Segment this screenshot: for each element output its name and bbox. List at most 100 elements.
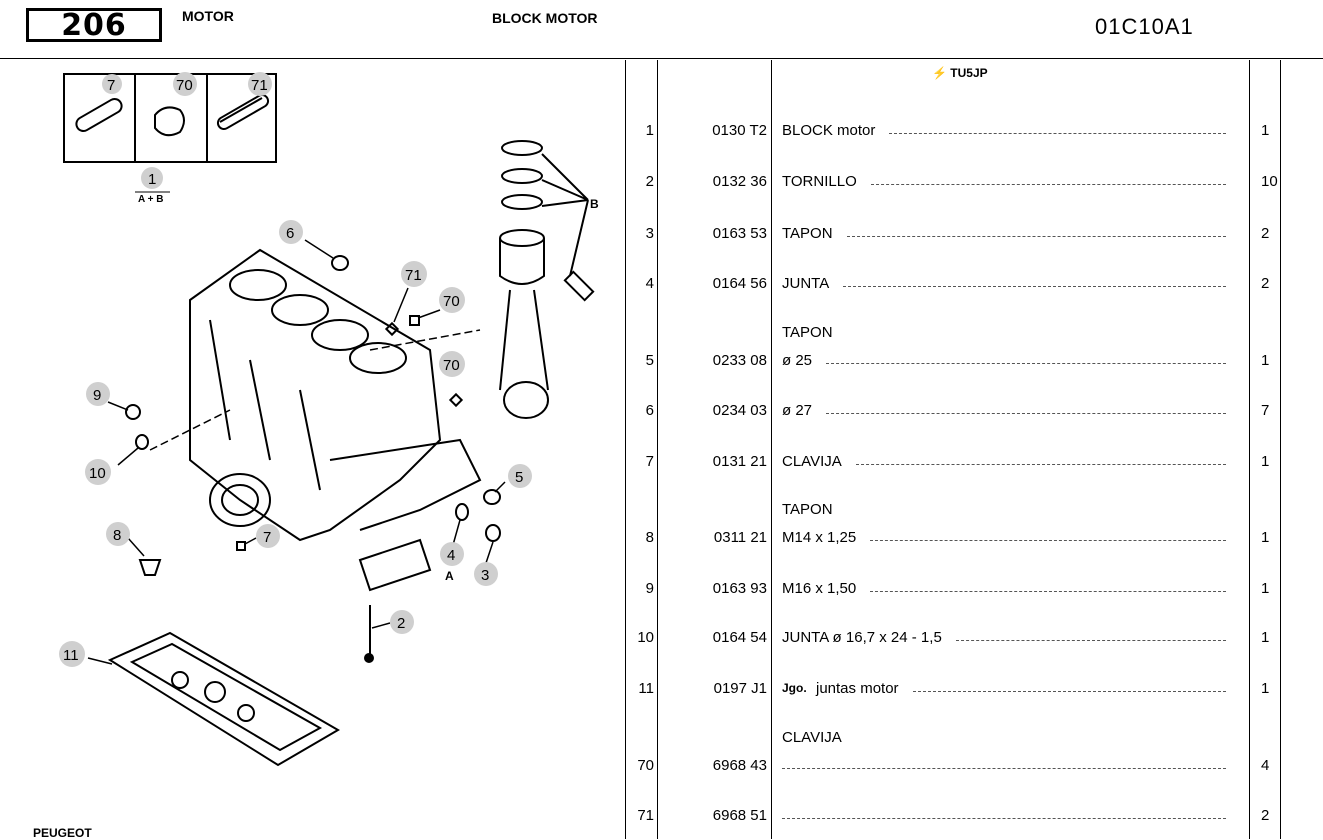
- row-ref: 2: [645, 173, 654, 190]
- row-quantity: 4: [1261, 757, 1270, 774]
- row-leader-line: [870, 184, 1226, 185]
- row-description: ø 25: [782, 352, 813, 369]
- row-quantity: 2: [1261, 807, 1270, 824]
- row-quantity: 2: [1261, 225, 1270, 242]
- header-divider: [0, 58, 1323, 59]
- callout-10: 10: [89, 465, 106, 482]
- row-description: BLOCK motor: [782, 122, 876, 139]
- row-quantity: 1: [1261, 580, 1270, 597]
- row-description: TAPON: [782, 225, 833, 242]
- row-leader-line: [782, 768, 1226, 769]
- gasket-kit-drawing: [107, 631, 340, 767]
- row-part-number: 0163 93: [712, 580, 767, 597]
- row-part-number: 6968 51: [712, 807, 767, 824]
- row-ref: 6: [645, 402, 654, 419]
- row-part-number: 0164 56: [712, 275, 767, 292]
- row-quantity: 1: [1261, 629, 1270, 646]
- engine-symbol-icon: ⚡: [932, 66, 947, 80]
- row-description: CLAVIJA: [782, 453, 842, 470]
- row-ref: 71: [637, 807, 654, 824]
- row-description: juntas motor: [816, 680, 899, 697]
- row-part-number: 0131 21: [712, 453, 767, 470]
- row-part-number: 6968 43: [712, 757, 767, 774]
- row-quantity: 1: [1261, 453, 1270, 470]
- row-leader-line: [912, 691, 1226, 692]
- callout-71: 71: [405, 267, 422, 284]
- row-quantity: 1: [1261, 352, 1270, 369]
- letter-b: B: [590, 197, 599, 211]
- row-ref: 7: [645, 453, 654, 470]
- row-ref: 11: [638, 680, 654, 697]
- row-desc-prefix: Jgo.: [782, 681, 807, 695]
- sheet-code: 01C10A1: [1095, 14, 1194, 39]
- inset-callouts: 7 70 71: [102, 72, 272, 96]
- row-part-number: 0197 J1: [713, 680, 767, 697]
- row-leader-line: [955, 640, 1226, 641]
- engine-label: ⚡ TU5JP: [932, 66, 988, 80]
- row-part-number: 0311 21: [713, 529, 767, 546]
- row-group-label: TAPON: [782, 324, 833, 341]
- row-leader-line: [846, 236, 1226, 237]
- row-ref: 4: [645, 275, 654, 292]
- callout-3: 3: [481, 567, 489, 584]
- leader-lines: [87, 239, 506, 665]
- col-divider-desc: [1249, 60, 1250, 839]
- row-ref: 70: [637, 757, 654, 774]
- row-leader-line: [855, 464, 1226, 465]
- callout-8: 8: [113, 527, 121, 544]
- inset-parts: [75, 94, 270, 137]
- row-part-number: 0233 08: [712, 352, 767, 369]
- row-quantity: 10: [1261, 173, 1278, 190]
- row-quantity: 1: [1261, 680, 1270, 697]
- col-divider-qty: [1280, 60, 1281, 839]
- parts-table: [625, 60, 1323, 839]
- callout-5: 5: [515, 469, 523, 486]
- row-description: JUNTA ø 16,7 x 24 - 1,5: [782, 629, 942, 646]
- row-description: JUNTA: [782, 275, 830, 292]
- callout-11: 11: [63, 647, 79, 664]
- row-leader-line: [782, 818, 1226, 819]
- row-leader-line: [870, 540, 1226, 541]
- callout-2: 2: [397, 615, 405, 632]
- row-leader-line: [826, 363, 1226, 364]
- subsection-title: BLOCK MOTOR: [492, 10, 598, 26]
- page-header: 206 MOTOR BLOCK MOTOR 01C10A1: [0, 0, 1323, 58]
- row-description: ø 27: [782, 402, 813, 419]
- row-quantity: 7: [1261, 402, 1270, 419]
- brand-footer: PEUGEOT: [33, 826, 92, 840]
- row-description: M14 x 1,25: [782, 529, 857, 546]
- callout-70-lower: 70: [443, 357, 460, 374]
- exploded-diagram: 7 70 71 1 A + B B A: [59, 72, 599, 767]
- callout-9: 9: [93, 387, 101, 404]
- row-quantity: 1: [1261, 529, 1270, 546]
- inset-caption-sub: A + B: [138, 194, 163, 205]
- row-part-number: 0132 36: [712, 173, 767, 190]
- row-ref: 8: [645, 529, 654, 546]
- row-description: TORNILLO: [782, 173, 857, 190]
- row-leader-line: [843, 286, 1226, 287]
- row-ref: 5: [645, 352, 654, 369]
- table-border-left: [625, 60, 626, 839]
- row-quantity: 1: [1261, 122, 1270, 139]
- piston-drawing: [499, 140, 595, 419]
- col-divider-ref: [657, 60, 658, 839]
- row-group-label: TAPON: [782, 501, 833, 518]
- callout-4: 4: [447, 547, 455, 564]
- callout-70-upper: 70: [443, 293, 460, 310]
- small-parts: [125, 255, 501, 576]
- inset-caption-number: 1: [148, 171, 156, 188]
- row-group-label: CLAVIJA: [782, 729, 842, 746]
- row-ref: 9: [645, 580, 654, 597]
- engine-code: TU5JP: [950, 66, 988, 80]
- row-ref: 1: [645, 122, 654, 139]
- row-part-number: 0130 T2: [712, 122, 767, 139]
- callout-7: 7: [263, 529, 271, 546]
- callout-6: 6: [286, 225, 294, 242]
- row-part-number: 0234 03: [712, 402, 767, 419]
- letter-a: A: [445, 569, 454, 583]
- row-part-number: 0163 53: [712, 225, 767, 242]
- section-title: MOTOR: [182, 8, 234, 24]
- row-part-number: 0164 54: [712, 629, 767, 646]
- engine-block-drawing: [189, 248, 482, 663]
- row-leader-line: [889, 133, 1226, 134]
